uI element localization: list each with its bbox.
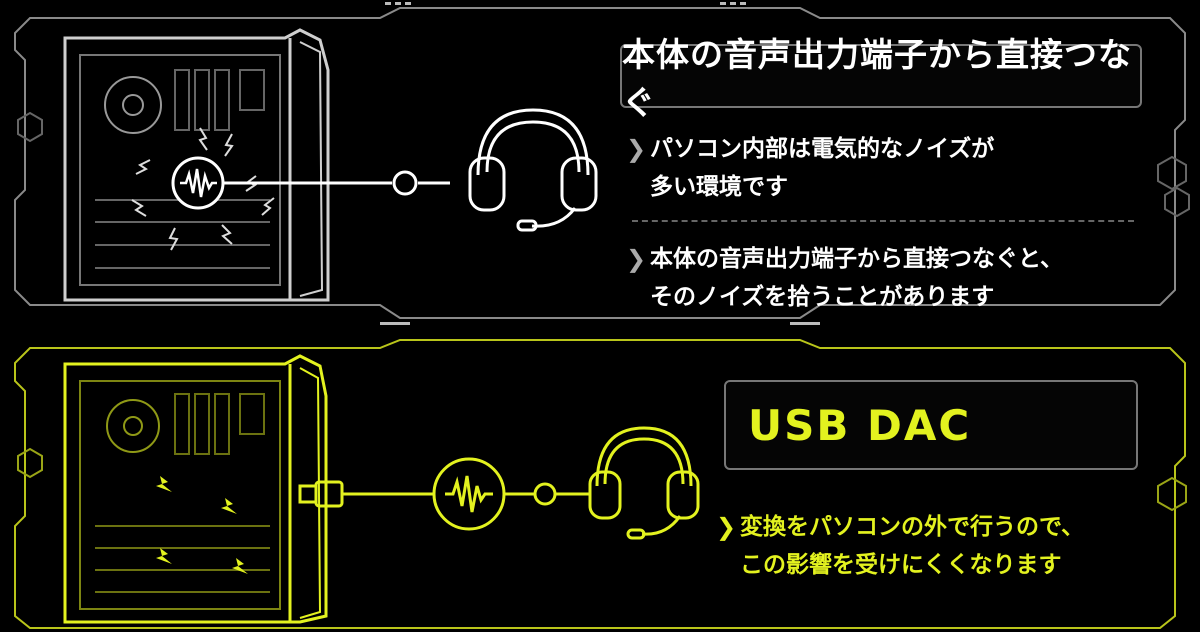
headset-icon	[468, 108, 598, 232]
connector-dot-icon	[533, 482, 557, 506]
panel-frame	[14, 339, 1187, 629]
frame-hex-icon	[17, 447, 1187, 512]
frame-hex-icon	[17, 111, 1190, 218]
noise-bolt-icon	[156, 476, 248, 574]
connector-dot-icon	[392, 170, 418, 196]
usb-dac-panel: USB DAC	[0, 336, 1200, 632]
usb-dac-title: USB DAC	[724, 380, 1138, 470]
waveform-icon	[171, 156, 225, 210]
bullet-item: ❯ 変換をパソコンの外で行うので、 この影響を受けにくくなります	[716, 508, 1156, 584]
direct-connection-panel: 本体の音声出力端子から直接つなぐ ❯ パソコン内部は電気的なノイズが 多い環境で…	[14, 2, 1190, 325]
chevron-right-icon: ❯	[626, 135, 647, 163]
panel-frame	[14, 2, 1190, 325]
pc-case-icon	[63, 354, 328, 624]
pc-case-icon	[63, 28, 330, 302]
bullet-item: ❯ パソコン内部は電気的なノイズが 多い環境です	[626, 130, 1146, 206]
headset-icon	[588, 426, 700, 540]
usb-plug-icon	[298, 480, 344, 508]
bullet-text: 変換をパソコンの外で行うので、 この影響を受けにくくなります	[740, 514, 1085, 578]
chevron-right-icon: ❯	[626, 245, 647, 273]
waveform-icon	[432, 457, 506, 531]
direct-title: 本体の音声出力端子から直接つなぐ	[620, 35, 1142, 122]
bullet-item: ❯ 本体の音声出力端子から直接つなぐと、 そのノイズを拾うことがあります	[626, 240, 1146, 316]
bullet-text: 本体の音声出力端子から直接つなぐと、 そのノイズを拾うことがあります	[650, 246, 1064, 310]
bullet-text: パソコン内部は電気的なノイズが 多い環境です	[650, 136, 995, 200]
divider	[632, 220, 1134, 222]
chevron-right-icon: ❯	[716, 513, 737, 541]
